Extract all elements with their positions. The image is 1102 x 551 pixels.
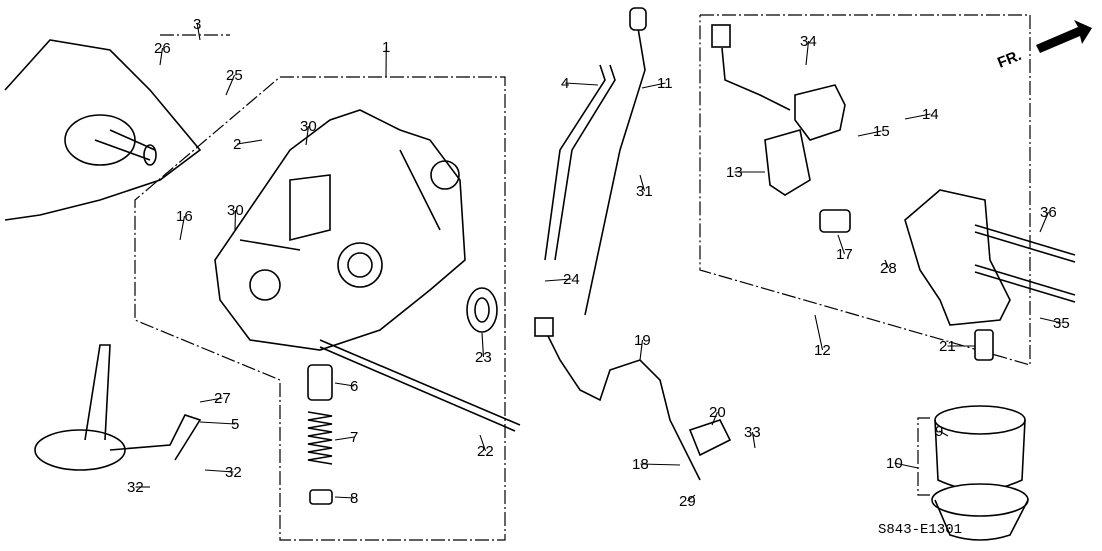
leader-line-35: [1039, 317, 1062, 324]
callout-28: 28: [880, 260, 897, 277]
leader-line-5: [199, 421, 236, 425]
callout-31: 31: [636, 183, 653, 200]
oil-filter-part: [931, 405, 1029, 541]
leader-line-15: [857, 130, 882, 137]
leader-line-29: [687, 494, 696, 502]
oil-seal-part: [466, 287, 498, 333]
bolt-36: [974, 224, 1076, 263]
leader-line-16: [179, 215, 186, 241]
bolt-22: [319, 339, 521, 432]
leader-line-34: [805, 40, 810, 66]
callout-21: 21: [939, 338, 956, 355]
leader-line-8: [334, 496, 355, 499]
callout-32: 32: [127, 479, 144, 496]
dipstick-part: [584, 9, 646, 316]
leader-line-36: [1039, 211, 1050, 233]
leader-line-24: [544, 278, 572, 282]
group-box-oil-pressure: [699, 14, 1031, 366]
leader-line-23: [481, 332, 485, 358]
leader-line-27: [199, 397, 223, 403]
leader-line-20: [711, 411, 719, 426]
oil-strainer-part: [34, 344, 202, 471]
nipple-part: [974, 329, 994, 361]
callout-2: 2: [233, 136, 241, 153]
leader-line-2: [237, 139, 263, 145]
sensor-harness-part: [544, 329, 701, 481]
group-box-oil-filter: [917, 417, 930, 496]
leader-line-33: [751, 431, 756, 449]
leader-line-30: [234, 209, 237, 231]
front-direction-arrow: FR.: [995, 20, 1092, 72]
spring-part: [307, 411, 333, 465]
leader-line-4: [565, 82, 599, 86]
leader-line-30: [305, 125, 310, 146]
leader-line-14: [904, 113, 931, 120]
callout-4: 4: [561, 75, 569, 92]
relief-valve-part: [307, 364, 333, 401]
callout-12: 12: [814, 342, 831, 359]
leader-line-6: [334, 382, 355, 387]
callout-18: 18: [632, 456, 649, 473]
leader-line-32: [204, 469, 234, 473]
leader-line-26: [159, 47, 164, 66]
engine-block-part: [4, 39, 202, 221]
switch-body-part: [794, 84, 846, 141]
leader-line-19: [639, 339, 644, 361]
pressure-switch-part: [819, 209, 851, 233]
leader-line-22: [479, 434, 487, 452]
bolt-35: [974, 264, 1076, 303]
leader-line-7: [334, 436, 355, 441]
gasket-part: [764, 128, 811, 196]
bracket-part: [688, 419, 732, 457]
leader-line-17: [837, 234, 846, 255]
callout-10: 10: [886, 455, 903, 472]
leader-line-18: [640, 463, 681, 466]
front-label: FR.: [995, 47, 1024, 72]
connector-part: [711, 24, 731, 48]
filter-housing-part: [904, 189, 1011, 326]
sealing-bolt-part: [309, 489, 333, 505]
leader-line-31: [639, 174, 646, 192]
diagram-code: S843-E1301: [878, 522, 962, 538]
leader-line-3: [196, 23, 201, 41]
leader-line-9: [938, 430, 949, 437]
leader-line-25: [225, 74, 236, 96]
leader-lines: [135, 23, 1062, 502]
callout-17: 17: [836, 246, 853, 263]
callout-23: 23: [475, 349, 492, 366]
dipstick-tube-part: [544, 64, 616, 261]
callout-22: 22: [477, 443, 494, 460]
group-box-oil-pump: [134, 76, 506, 541]
leader-line-12: [814, 314, 824, 351]
callout-29: 29: [679, 493, 696, 510]
leader-line-28: [884, 259, 890, 269]
leader-line-11: [641, 82, 666, 89]
leader-line-10: [894, 462, 919, 469]
callout-13: 13: [726, 164, 743, 181]
oil-pump-part: [214, 109, 466, 351]
